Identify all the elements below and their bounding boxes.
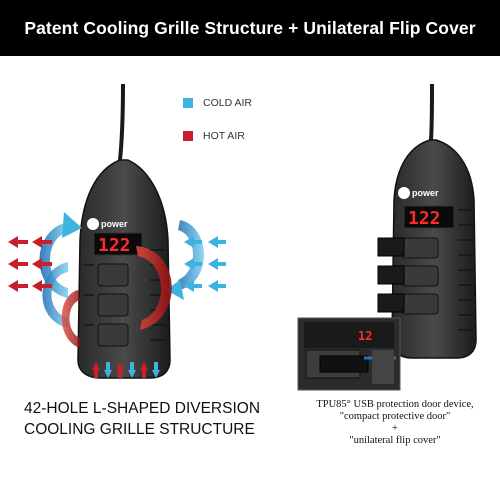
left-usb-port-3 <box>97 323 129 347</box>
flip-cover-caption: TPU85° USB protection door device, "comp… <box>300 399 490 447</box>
legend-item-hot-air: HOT AIR <box>183 129 252 143</box>
hot-air-swirls <box>61 246 172 348</box>
right-display-panel <box>403 205 455 229</box>
right-flip-cover-1 <box>377 237 405 257</box>
flip-cover-caption-line-2: "compact protective door" <box>339 411 451 422</box>
flip-cover-caption-line-3: + <box>392 423 398 434</box>
grille-caption: 42-HOLE L-SHAPED DIVERSION COOLING GRILL… <box>24 398 284 440</box>
left-cable <box>118 83 125 161</box>
right-usb-port-2 <box>401 265 439 287</box>
right-device: power 122 <box>377 83 477 359</box>
right-display-readout: 122 <box>408 208 441 229</box>
right-flip-cover-3 <box>377 293 405 313</box>
left-usb-port-2 <box>97 293 129 317</box>
right-brand-text: power <box>412 188 439 198</box>
legend-item-cold-air: COLD AIR <box>183 96 252 110</box>
cold-air-arrows-right <box>184 236 226 292</box>
right-usb-port-3 <box>401 293 439 315</box>
left-usb-port-1 <box>97 263 129 287</box>
right-cable <box>429 83 434 141</box>
cold-air-swatch <box>183 98 193 108</box>
right-grille <box>458 209 473 331</box>
left-brand-logo-icon <box>87 218 99 230</box>
svg-text:12: 12 <box>358 329 372 343</box>
grille-caption-line-2: COOLING GRILLE STRUCTURE <box>24 421 255 438</box>
airflow-legend: COLD AIR HOT AIR <box>183 96 252 162</box>
hot-air-arrows-left <box>8 236 52 292</box>
cold-air-swirls <box>39 212 205 328</box>
header-title: Patent Cooling Grille Structure + Unilat… <box>24 17 476 38</box>
hot-air-swatch <box>183 131 193 141</box>
grille-caption-line-1: 42-HOLE L-SHAPED DIVERSION <box>24 400 261 417</box>
right-brand-logo-icon <box>398 187 410 199</box>
bottom-airflow-arrows <box>92 362 160 378</box>
flip-cover-caption-line-1: TPU85° USB protection door device, <box>316 399 474 410</box>
left-display-readout: 122 <box>98 235 131 256</box>
flip-cover-caption-line-4: "unilateral flip cover" <box>349 435 441 446</box>
left-display-panel <box>93 232 143 256</box>
left-brand-text: power <box>101 219 128 229</box>
right-usb-port-1 <box>401 237 439 259</box>
left-device: power 122 <box>8 83 226 379</box>
header-banner: Patent Cooling Grille Structure + Unilat… <box>0 0 500 56</box>
legend-label-cold: COLD AIR <box>203 97 253 109</box>
right-flip-cover-2 <box>377 265 405 285</box>
closeup-inset: 12 <box>297 317 401 391</box>
legend-label-hot: HOT AIR <box>203 130 245 142</box>
